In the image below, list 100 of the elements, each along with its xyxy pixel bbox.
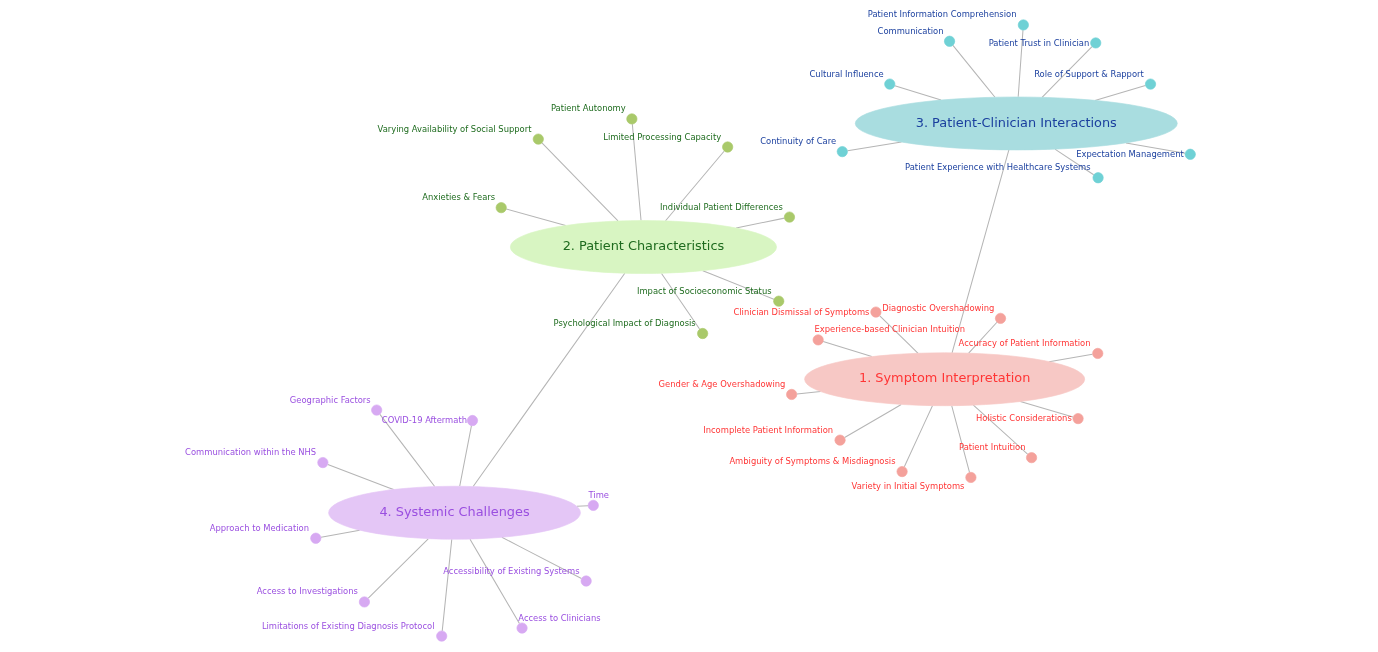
node-circle bbox=[785, 388, 797, 400]
node-circle bbox=[783, 211, 795, 223]
node-label: Access to Investigations bbox=[256, 586, 358, 597]
node-label: Limitations of Existing Diagnosis Protocol bbox=[261, 620, 435, 631]
node-label: Cultural Influence bbox=[808, 68, 884, 79]
connector bbox=[1041, 46, 1093, 98]
node-circle bbox=[1072, 413, 1084, 425]
connector bbox=[951, 44, 995, 98]
node-label: Psychological Impact of Diagnosis bbox=[553, 318, 696, 329]
node-circle bbox=[370, 404, 382, 416]
node-circle bbox=[316, 457, 328, 469]
node-label: COVID-19 Aftermath bbox=[381, 415, 467, 426]
connector bbox=[735, 217, 785, 229]
node-circle bbox=[358, 596, 370, 608]
node-circle bbox=[1091, 347, 1103, 359]
node-circle bbox=[896, 466, 908, 477]
node-label: Individual Patient Differences bbox=[659, 201, 783, 212]
connector bbox=[500, 536, 582, 580]
connector bbox=[878, 315, 919, 354]
node-circle bbox=[1025, 452, 1037, 464]
node-circle bbox=[869, 306, 881, 318]
node-circle bbox=[883, 78, 895, 90]
node-circle bbox=[435, 630, 447, 642]
connector bbox=[326, 463, 394, 491]
node-circle bbox=[532, 133, 544, 145]
node-circle bbox=[696, 328, 708, 339]
node-label: Expectation Management bbox=[1075, 149, 1184, 160]
node-label: Patient Autonomy bbox=[550, 103, 626, 114]
node-circle bbox=[1144, 78, 1156, 90]
node-label: Time bbox=[588, 489, 609, 500]
connector bbox=[472, 272, 625, 488]
node-label: Varying Availability of Social Support bbox=[377, 123, 531, 134]
node-label: Patient Trust in Clinician bbox=[988, 37, 1089, 48]
node-label: Accuracy of Patient Information bbox=[958, 337, 1091, 348]
connector bbox=[441, 538, 452, 632]
node-circle bbox=[516, 622, 528, 634]
connector bbox=[967, 321, 997, 354]
connector bbox=[320, 529, 360, 538]
connector bbox=[378, 413, 435, 488]
connector bbox=[660, 272, 700, 330]
node-label: Holistic Considerations bbox=[975, 413, 1072, 424]
connector bbox=[469, 538, 520, 625]
connector bbox=[540, 142, 618, 222]
connector bbox=[950, 405, 970, 473]
node-ellipse: 4. Systemic Challenges bbox=[327, 485, 581, 540]
node-label: Approach to Medication bbox=[209, 522, 309, 533]
node-circle bbox=[964, 471, 976, 483]
node-circle bbox=[994, 312, 1006, 324]
node-ellipse: 2. Patient Characteristics bbox=[509, 220, 777, 274]
node-label: Communication within the NHS bbox=[184, 447, 316, 458]
node-circle bbox=[1089, 37, 1101, 49]
connector bbox=[1054, 148, 1094, 176]
node-circle bbox=[943, 35, 955, 47]
node-label: Gender & Age Overshadowing bbox=[658, 378, 785, 389]
node-label: Patient Intuition bbox=[958, 442, 1026, 453]
node-circle bbox=[495, 202, 507, 214]
connector bbox=[795, 391, 821, 395]
node-label: Anxieties & Fears bbox=[421, 192, 495, 203]
connector bbox=[631, 123, 642, 221]
connector bbox=[367, 538, 429, 599]
node-circle bbox=[1092, 172, 1104, 184]
node-label: Access to Clinicians bbox=[517, 612, 601, 623]
node-circle bbox=[772, 295, 784, 307]
node-label: Communication bbox=[877, 25, 944, 36]
node-circle bbox=[587, 499, 599, 511]
node-label: Ambiguity of Symptoms & Misdiagnosis bbox=[728, 456, 896, 467]
node-label: Impact of Socioeconomic Status bbox=[636, 285, 772, 296]
node-label: Limited Processing Capacity bbox=[602, 131, 721, 142]
node-circle bbox=[834, 434, 846, 446]
node-circle bbox=[580, 575, 592, 587]
node-circle bbox=[466, 415, 478, 426]
connector bbox=[951, 149, 1009, 354]
node-circle bbox=[812, 334, 824, 346]
node-circle bbox=[309, 532, 321, 544]
node-label: Role of Support & Rapport bbox=[1033, 68, 1144, 79]
connector bbox=[664, 150, 725, 222]
node-circle bbox=[1184, 148, 1196, 160]
connector bbox=[1017, 29, 1023, 98]
node-label: Variety in Initial Symptoms bbox=[851, 481, 964, 492]
connector bbox=[822, 340, 872, 358]
node-ellipse: 3. Patient-Clinician Interactions bbox=[854, 96, 1178, 151]
connector bbox=[972, 404, 1028, 455]
node-label: Diagnostic Overshadowing bbox=[881, 302, 994, 313]
connector bbox=[1124, 142, 1186, 154]
connector bbox=[843, 404, 902, 438]
node-label: Geographic Factors bbox=[289, 394, 371, 405]
node-ellipse: 1. Symptom Interpretation bbox=[803, 352, 1085, 406]
connector bbox=[846, 141, 902, 152]
connector bbox=[893, 85, 942, 101]
node-circle bbox=[836, 146, 848, 158]
node-label: Accessibility of Existing Systems bbox=[442, 565, 580, 576]
node-label: Patient Information Comprehension bbox=[867, 9, 1016, 20]
node-circle bbox=[721, 141, 733, 153]
node-label: Experience-based Clinician Intuition bbox=[813, 324, 965, 335]
node-label: Incomplete Patient Information bbox=[702, 424, 833, 435]
connector bbox=[505, 208, 566, 226]
connector bbox=[903, 405, 933, 468]
node-label: Clinician Dismissal of Symptoms bbox=[732, 306, 869, 317]
connector bbox=[575, 505, 588, 507]
node-label: Continuity of Care bbox=[759, 136, 836, 147]
